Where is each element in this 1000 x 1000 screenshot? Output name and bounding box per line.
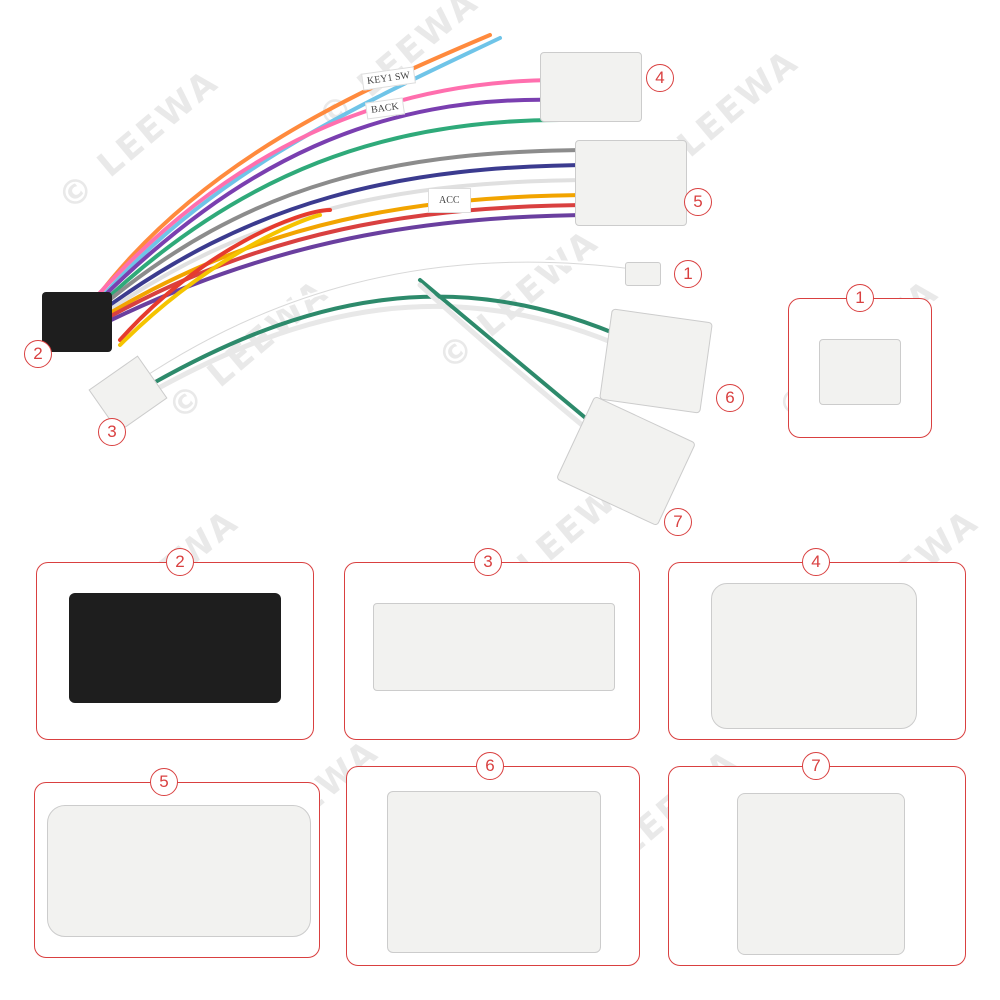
connector-1-white-small (625, 262, 661, 286)
connector-6-detail (387, 791, 601, 953)
connector-7-detail (737, 793, 905, 955)
wire-harness (93, 33, 643, 443)
connector-4-detail (711, 583, 917, 729)
connector-6-white (599, 308, 713, 414)
panel-connector-3 (344, 562, 640, 740)
callout-badge-1: 1 (674, 260, 702, 288)
callout-badge-5: 5 (684, 188, 712, 216)
panel-badge-4: 4 (802, 548, 830, 576)
callout-badge-6: 6 (716, 384, 744, 412)
callout-badge-7: 7 (664, 508, 692, 536)
connector-2-detail (69, 593, 281, 703)
panel-badge-6: 6 (476, 752, 504, 780)
panel-badge-3: 3 (474, 548, 502, 576)
panel-badge-1: 1 (846, 284, 874, 312)
callout-badge-4: 4 (646, 64, 674, 92)
callout-badge-2: 2 (24, 340, 52, 368)
callout-badge-3: 3 (98, 418, 126, 446)
panel-connector-4 (668, 562, 966, 740)
panel-connector-5 (34, 782, 320, 958)
panel-badge-5: 5 (150, 768, 178, 796)
panel-connector-6 (346, 766, 640, 966)
connector-5-detail (47, 805, 311, 937)
panel-badge-7: 7 (802, 752, 830, 780)
panel-connector-7 (668, 766, 966, 966)
connector-2-black (42, 292, 112, 352)
panel-badge-2: 2 (166, 548, 194, 576)
panel-connector-2 (36, 562, 314, 740)
connector-5-white (575, 140, 687, 226)
connector-4-white (540, 52, 642, 122)
panel-connector-1 (788, 298, 932, 438)
connector-1-detail (819, 339, 901, 405)
connector-3-detail (373, 603, 615, 691)
wire-label-acc: ACC (428, 188, 471, 213)
